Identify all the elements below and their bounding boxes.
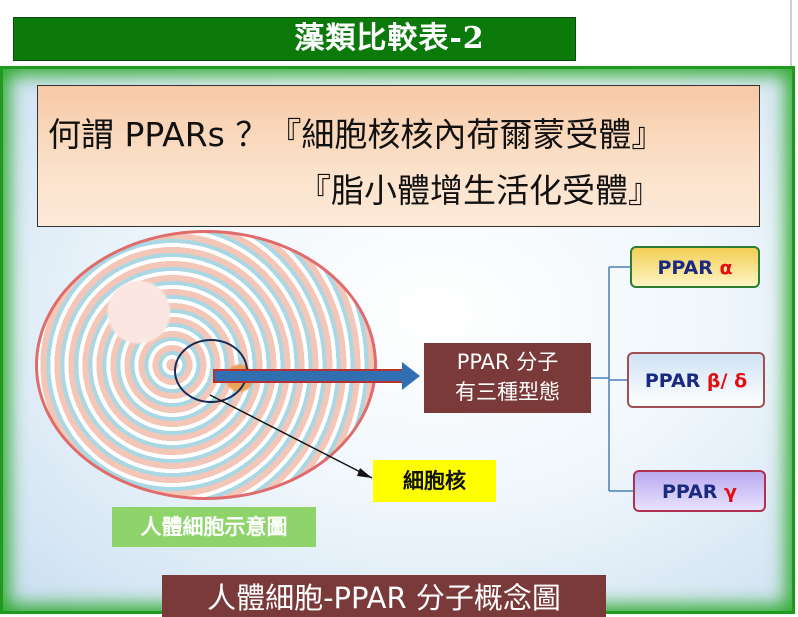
ppar-type-beta-delta: PPAR β/ δ — [627, 352, 765, 408]
ppar-gamma-prefix: PPAR — [661, 481, 725, 503]
ppar-beta-prefix: PPAR — [644, 370, 707, 392]
ppar-box-line-2: 有三種型態 — [455, 380, 560, 404]
pointer-arrow-head-icon — [357, 468, 372, 478]
ppar-beta-greek: β/ δ — [706, 370, 748, 392]
slide-title-bar: 藻類比較表-2 — [13, 17, 576, 61]
figure-caption: 人體細胞-PPAR 分子概念圖 — [162, 575, 606, 617]
ppar-alpha-greek: α — [719, 257, 733, 279]
slide-title: 藻類比較表-2 — [294, 21, 485, 56]
cell-diagram-label: 人體細胞示意圖 — [112, 507, 316, 547]
header-line-1: 何謂 PPARs ？『細胞核核內荷爾蒙受體』 — [48, 115, 665, 154]
header-box: 何謂 PPARs ？『細胞核核內荷爾蒙受體』 『脂小體增生活化受體』 — [37, 85, 760, 227]
nucleus-pointer-line — [209, 394, 373, 479]
ppar-box-line-1: PPAR 分子 — [456, 350, 559, 374]
ppar-molecule-box: PPAR 分子 有三種型態 — [424, 343, 591, 413]
ppar-type-alpha: PPAR α — [630, 246, 760, 288]
ppar-type-gamma: PPAR γ — [633, 470, 766, 512]
top-divider — [790, 0, 792, 66]
ppar-gamma-greek: γ — [724, 481, 737, 503]
header-line-2: 『脂小體增生活化受體』 — [298, 171, 661, 210]
nucleus-label: 細胞核 — [373, 460, 496, 502]
ppar-alpha-prefix: PPAR — [657, 257, 720, 279]
arrow-head-icon — [402, 362, 420, 390]
